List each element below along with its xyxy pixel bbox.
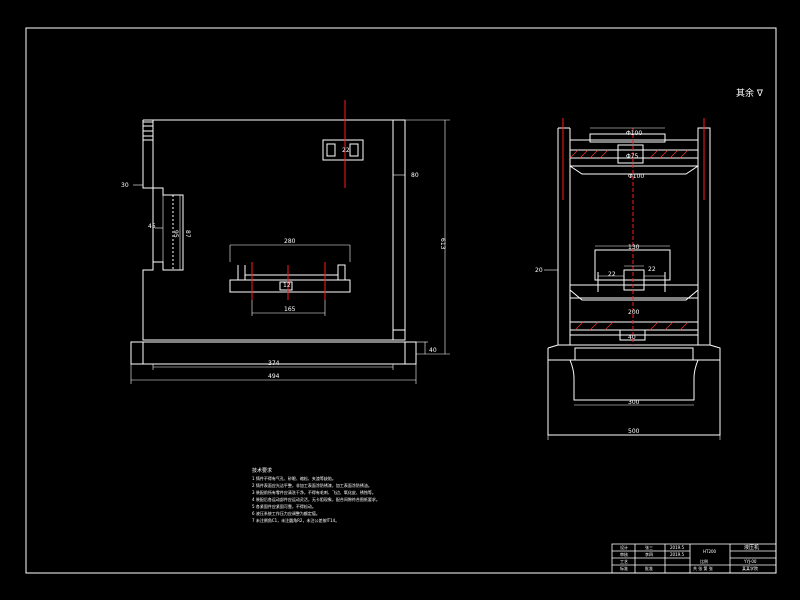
tb-label: 设计 <box>620 544 628 550</box>
dim-table-hole: 165 <box>284 306 296 313</box>
dim-top-width: Φ100 <box>626 130 642 137</box>
front-view <box>130 119 417 365</box>
frame-outline <box>142 119 406 341</box>
dim-small-part: 22 <box>342 147 350 154</box>
dim-side: 20 <box>535 267 543 274</box>
note-line: 6 液压系统工作压力应调整为额定值。 <box>252 510 320 516</box>
side-dimensions <box>544 127 721 440</box>
dim-table-offset: 12 <box>283 282 291 289</box>
dim-slot-top: 45 <box>148 223 156 230</box>
note-line: 1 铸件不得有气孔、砂眼、缩松、夹渣等缺陷。 <box>252 475 336 481</box>
note-line: 5 各紧固件应紧固可靠，不得松动。 <box>252 503 316 509</box>
roughness-note: 其余 ∇ <box>736 87 764 99</box>
base <box>130 341 417 365</box>
front-dimensions <box>130 119 450 384</box>
dim-base-inner: 300 <box>628 399 640 406</box>
tb-date: 2019.5 <box>670 545 684 550</box>
dim-base-height: 40 <box>429 347 437 354</box>
dim-table-width: 280 <box>284 238 296 245</box>
tb-date: 2019.5 <box>670 552 684 557</box>
dim-inner-right: 22 <box>648 266 656 273</box>
tb-drawing-name: 液压机 <box>744 544 759 551</box>
dim-inner-width: 374 <box>268 360 280 367</box>
front-dim-labels: 494 374 613 40 80 30 45 95 87 280 165 12… <box>121 147 446 380</box>
dim-lower-small: 40 <box>628 334 636 341</box>
tb-label: 标准 <box>620 565 628 571</box>
dim-base-outer: 500 <box>628 428 640 435</box>
dim-mid-width: Φ100 <box>628 173 644 180</box>
dim-lower-width: 200 <box>628 309 640 316</box>
tb-name: 李四 <box>645 551 653 557</box>
tb-material: HT200 <box>703 549 717 554</box>
dim-overall-width: 494 <box>268 373 280 380</box>
dim-top-inner: Φ75 <box>626 153 639 160</box>
front-centerlines <box>251 100 346 300</box>
tb-name: 批准 <box>645 565 653 571</box>
tb-drawing-no: YYJ-00 <box>743 559 757 564</box>
tb-scale-label: 比例 <box>700 558 708 564</box>
note-line: 4 装配后各运动部件应运动灵活，无卡阻现象，配合间隙符合图纸要求。 <box>252 496 380 502</box>
dim-slot-depth: 87 <box>184 230 191 238</box>
dim-height: 613 <box>439 238 446 250</box>
notes-title: 技术要求 <box>252 467 272 474</box>
dim-slot-height: 95 <box>172 230 179 238</box>
title-block-text: 设计 审核 工艺 标准 张三 李四 批准 2019.5 2019.5 HT200… <box>620 544 759 571</box>
technical-notes: 技术要求 1 铸件不得有气孔、砂眼、缩松、夹渣等缺陷。 2 铸件表面应光洁平整，… <box>252 467 380 523</box>
title-block <box>611 543 777 574</box>
dim-left-step: 30 <box>121 182 129 189</box>
dim-inner-left: 22 <box>608 271 616 278</box>
side-dim-labels: Φ100 Φ75 Φ100 130 22 22 200 40 20 300 50… <box>535 130 656 435</box>
tb-label: 工艺 <box>620 559 628 564</box>
tb-name: 张三 <box>645 544 653 550</box>
sheet-border <box>25 27 777 574</box>
note-line: 3 装配前所有零件应清洗干净，不得有毛刺、飞边、氧化皮、锈蚀等。 <box>252 489 376 495</box>
dim-inner-block: 130 <box>628 244 640 251</box>
side-hatching <box>569 149 689 331</box>
side-centerlines <box>562 118 705 345</box>
note-line: 2 铸件表面应光洁平整，非加工表面涂防锈漆，加工表面涂防锈油。 <box>252 482 372 488</box>
side-view <box>547 127 721 436</box>
note-line: 7 未注倒角C1，未注圆角R2，未注公差按IT14。 <box>252 517 339 523</box>
tb-sheet-label: 共 张 第 张 <box>693 565 713 571</box>
tb-company: 某某学院 <box>742 565 758 571</box>
dim-wall-thickness: 80 <box>411 172 419 179</box>
tb-label: 审核 <box>620 551 628 557</box>
